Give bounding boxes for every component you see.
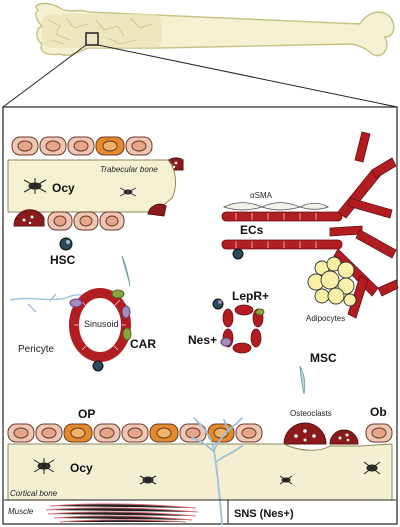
- muscle-label: Muscle: [8, 507, 34, 516]
- car-label: CAR: [130, 337, 156, 351]
- hsc-icon: [92, 360, 104, 372]
- sinusoid-vessel: Sinusoid: [69, 288, 131, 362]
- magnifier-box-icon: [85, 32, 99, 46]
- endosteal-cell-row: [7, 423, 393, 443]
- muscle-fiber-icon: [45, 503, 199, 523]
- cortical-bone: Cortical bone: [7, 443, 393, 501]
- ocy-bottom-label: Ocy: [70, 461, 93, 475]
- msc-icon: [299, 365, 306, 395]
- femur-bone-icon: [35, 2, 395, 57]
- hsc-icon: [212, 298, 224, 310]
- osteocyte-icon: [119, 187, 137, 197]
- osteocyte-icon: [23, 178, 47, 194]
- arteriole-vessel: [222, 304, 264, 354]
- lepr-cell: [255, 308, 265, 316]
- sinusoid-label: Sinusoid: [84, 319, 119, 329]
- trabecular-cell-row-top: [11, 136, 153, 156]
- osteocyte-icon: [279, 475, 293, 485]
- bottom-lining-cells: [47, 211, 125, 231]
- nes-label: Nes+: [188, 333, 217, 347]
- asma-label: αSMA: [250, 191, 273, 200]
- osteocyte-icon: [363, 461, 381, 475]
- osteocyte-icon: [33, 458, 55, 474]
- lepr-label: LepR+: [232, 289, 269, 303]
- car-cell: [111, 289, 125, 299]
- osteoclast-icon: [147, 203, 167, 217]
- pericyte-cell: [121, 305, 131, 319]
- op-label: OP: [78, 407, 95, 421]
- ocy-top-label: Ocy: [52, 181, 75, 195]
- osteocyte-icon: [139, 475, 157, 485]
- trabecular-bone-label: Trabecular bone: [100, 165, 158, 174]
- osteoclast-icon: [283, 422, 327, 445]
- nes-cell: [220, 337, 232, 347]
- osteoclast-icon: [329, 429, 359, 445]
- cortical-bone-label: Cortical bone: [10, 489, 58, 498]
- hsc-icon: [59, 237, 73, 251]
- adipocytes-label: Adipocytes: [306, 314, 345, 323]
- osteoclast-icon: [13, 209, 45, 227]
- msc-icon: [121, 255, 131, 287]
- hsc-icon: [232, 248, 244, 260]
- pericyte-cell: [69, 298, 83, 308]
- sns-label: SNS (Nes+): [234, 508, 294, 520]
- ob-label: Ob: [370, 405, 387, 419]
- msc-label: MSC: [310, 351, 337, 365]
- osteoclasts-label: Osteoclasts: [290, 409, 332, 418]
- asma-vessel-cells: [222, 202, 329, 211]
- pericyte-label: Pericyte: [18, 344, 55, 355]
- nerve-icon: [191, 417, 243, 525]
- ecs-label: ECs: [240, 223, 264, 237]
- adipocyte-icon: [307, 256, 357, 307]
- car-cell: [122, 327, 132, 341]
- hsc-label: HSC: [50, 253, 76, 267]
- pericyte-nerve-icon: [9, 293, 87, 313]
